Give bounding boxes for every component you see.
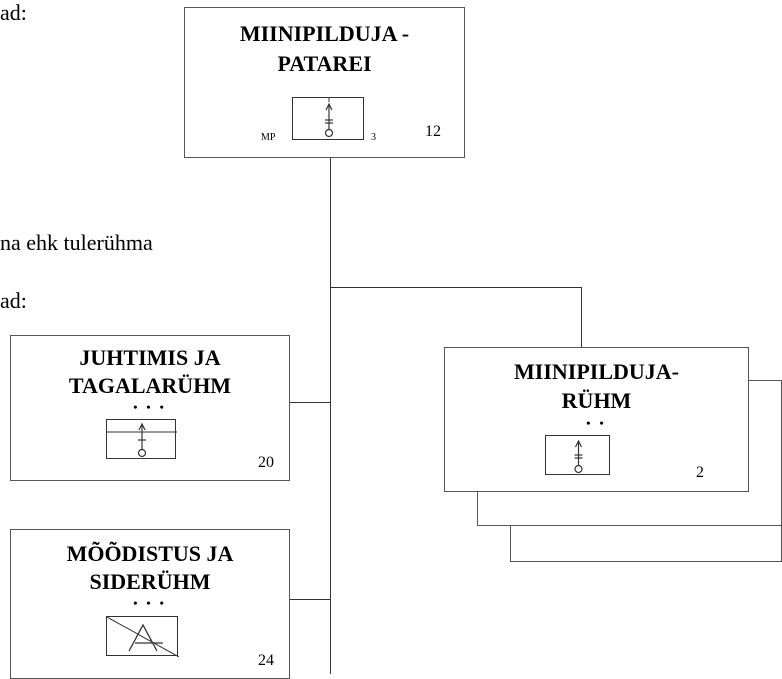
command-number: 20 bbox=[258, 454, 274, 471]
command-mortar-symbol-icon bbox=[106, 419, 177, 459]
command-title-line-2: TAGALARÜHM bbox=[68, 373, 232, 398]
connector-to-platoon bbox=[330, 287, 582, 288]
platoon-title-line-2: RÜHM bbox=[561, 388, 632, 413]
battery-title-line-1: MIINIPILDUJA - bbox=[239, 21, 410, 46]
survey-title-line-1: MÕÕDISTUS JA bbox=[66, 541, 234, 566]
connector-to-platoon-down bbox=[581, 287, 582, 347]
platoon-size-dots: • • bbox=[586, 416, 607, 430]
battery-box: MIINIPILDUJA - PATAREI MP 3 12 bbox=[184, 7, 465, 158]
survey-size-dots: • • • bbox=[133, 596, 167, 610]
command-size-dots: • • • bbox=[133, 400, 167, 414]
survey-box: MÕÕDISTUS JA SIDERÜHM • • • 24 bbox=[10, 529, 290, 679]
survey-number: 24 bbox=[258, 652, 274, 669]
platoon-mortar-symbol-icon bbox=[545, 435, 610, 475]
command-title-line-1: JUHTIMIS JA bbox=[79, 345, 221, 370]
text-fragment-middle: na ehk tulerühma bbox=[0, 230, 153, 255]
command-box: JUHTIMIS JA TAGALARÜHM • • • 20 bbox=[10, 335, 290, 481]
platoon-title-line-1: MIINIPILDUJA- bbox=[514, 359, 679, 384]
battery-symbol-left-label: MP bbox=[261, 132, 276, 143]
platoon-number: 2 bbox=[696, 464, 704, 481]
text-fragment-top: ad: bbox=[0, 0, 27, 25]
connector-to-survey bbox=[290, 599, 331, 600]
connector-trunk bbox=[330, 158, 331, 674]
platoon-box: MIINIPILDUJA- RÜHM • • 2 bbox=[444, 347, 749, 492]
survey-title-line-2: SIDERÜHM bbox=[89, 569, 211, 594]
battery-title-line-2: PATAREI bbox=[277, 51, 372, 76]
connector-to-command bbox=[290, 402, 331, 403]
battery-mortar-symbol-icon bbox=[292, 97, 364, 140]
battery-number: 12 bbox=[425, 123, 441, 140]
survey-signal-symbol-icon bbox=[106, 616, 179, 657]
text-fragment-lower: ad: bbox=[0, 288, 27, 313]
battery-symbol-right-label: 3 bbox=[371, 132, 376, 143]
